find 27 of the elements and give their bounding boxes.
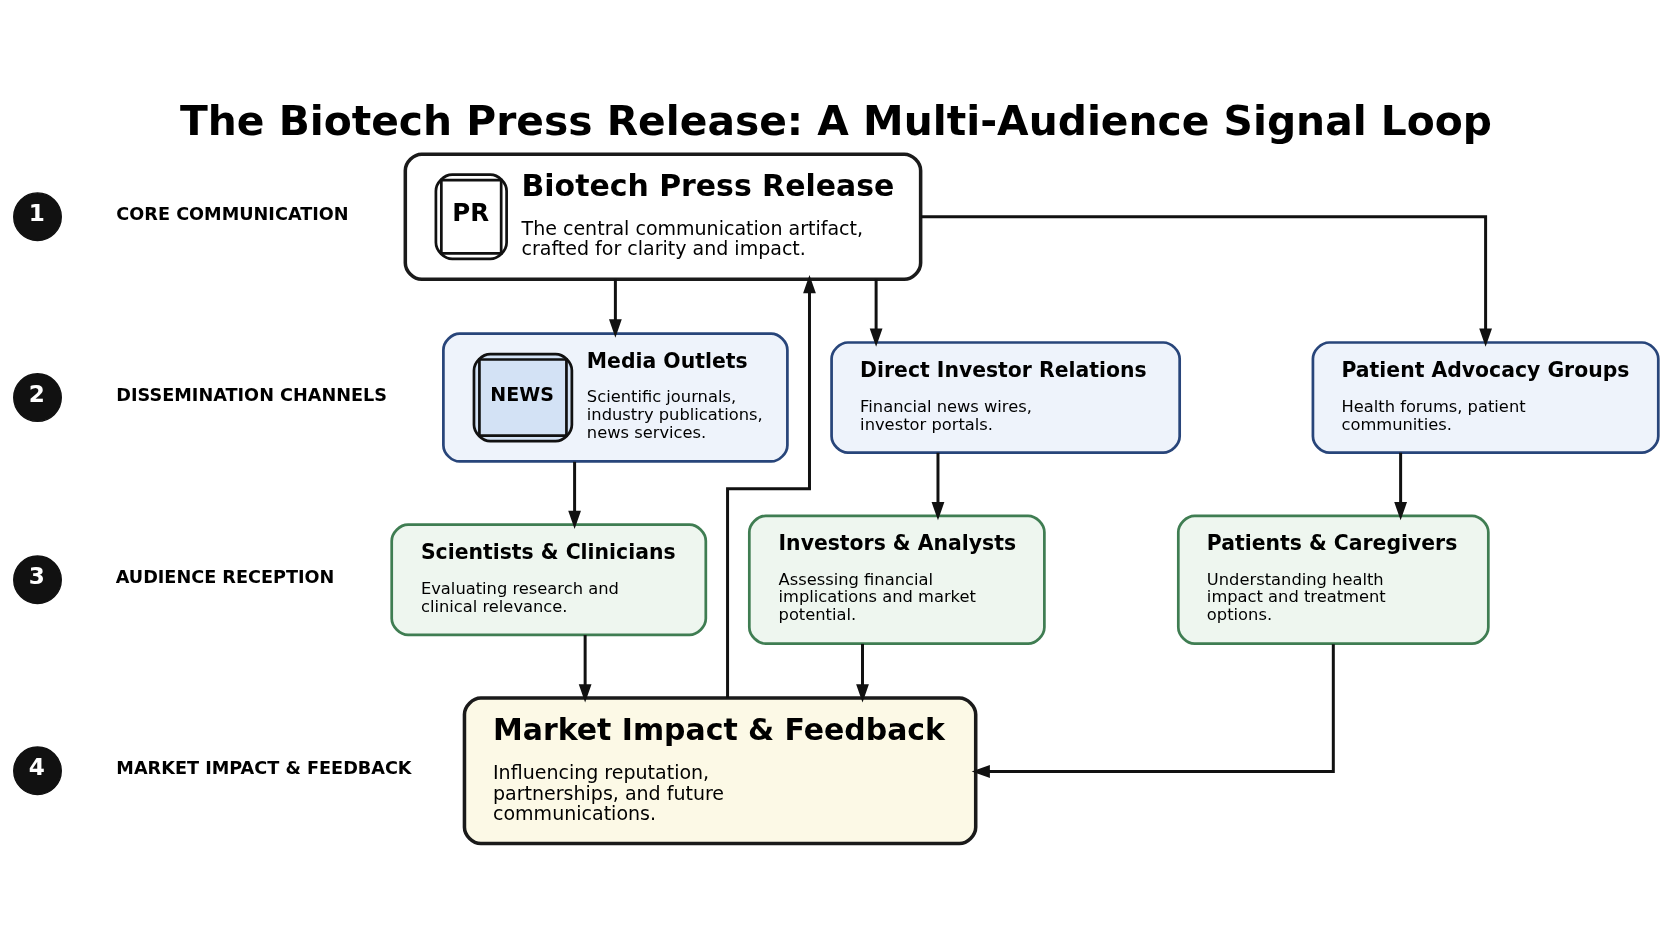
arrow [856, 643, 869, 702]
node-box: NEWS Media Outlets Scientific journals, industry publications, news services. [442, 331, 789, 463]
node-box: Market Impact & Feedback Influencing reputation, partnerships, and future communications. [462, 695, 978, 845]
node-label: CORE COMMUNICATION [116, 203, 349, 224]
arrow [971, 643, 1335, 778]
arrow [568, 461, 581, 529]
node-box: Patients & Caregivers Understanding health impact and treatment options. [1176, 514, 1490, 645]
arrow [869, 278, 883, 347]
arrow [1394, 452, 1407, 520]
diagram-title: The Biotech Press Release: A Multi-Audience Signal Loop [179, 96, 1493, 145]
node-circle: 4 [13, 745, 62, 795]
node-box: Direct Investor Relations Financial news wires, investor portals. [830, 340, 1182, 454]
node-box: Investors & Analysts Assessing financial implications and market potential. [747, 514, 1046, 645]
node-box: Scientists & Clinicians Evaluating research and clinical relevance. [390, 522, 708, 636]
node-box: PR Biotech Press Release The central communication artifact, crafted for clarity and impact. [403, 151, 923, 281]
node-circle: 2 [13, 372, 62, 422]
arrow [578, 634, 592, 702]
arrow [609, 278, 622, 338]
node-circle: 3 [13, 554, 62, 604]
node-label: AUDIENCE RECEPTION [115, 566, 335, 587]
node-label: MARKET IMPACT & FEEDBACK [116, 757, 412, 778]
node-box: Patient Advocacy Groups Health forums, patient communities. [1311, 340, 1660, 454]
arrow [921, 214, 1492, 347]
node-circle: 1 [13, 191, 62, 241]
arrow [726, 274, 816, 698]
node-label: DISSEMINATION CHANNELS [116, 384, 388, 405]
arrow [931, 452, 945, 520]
